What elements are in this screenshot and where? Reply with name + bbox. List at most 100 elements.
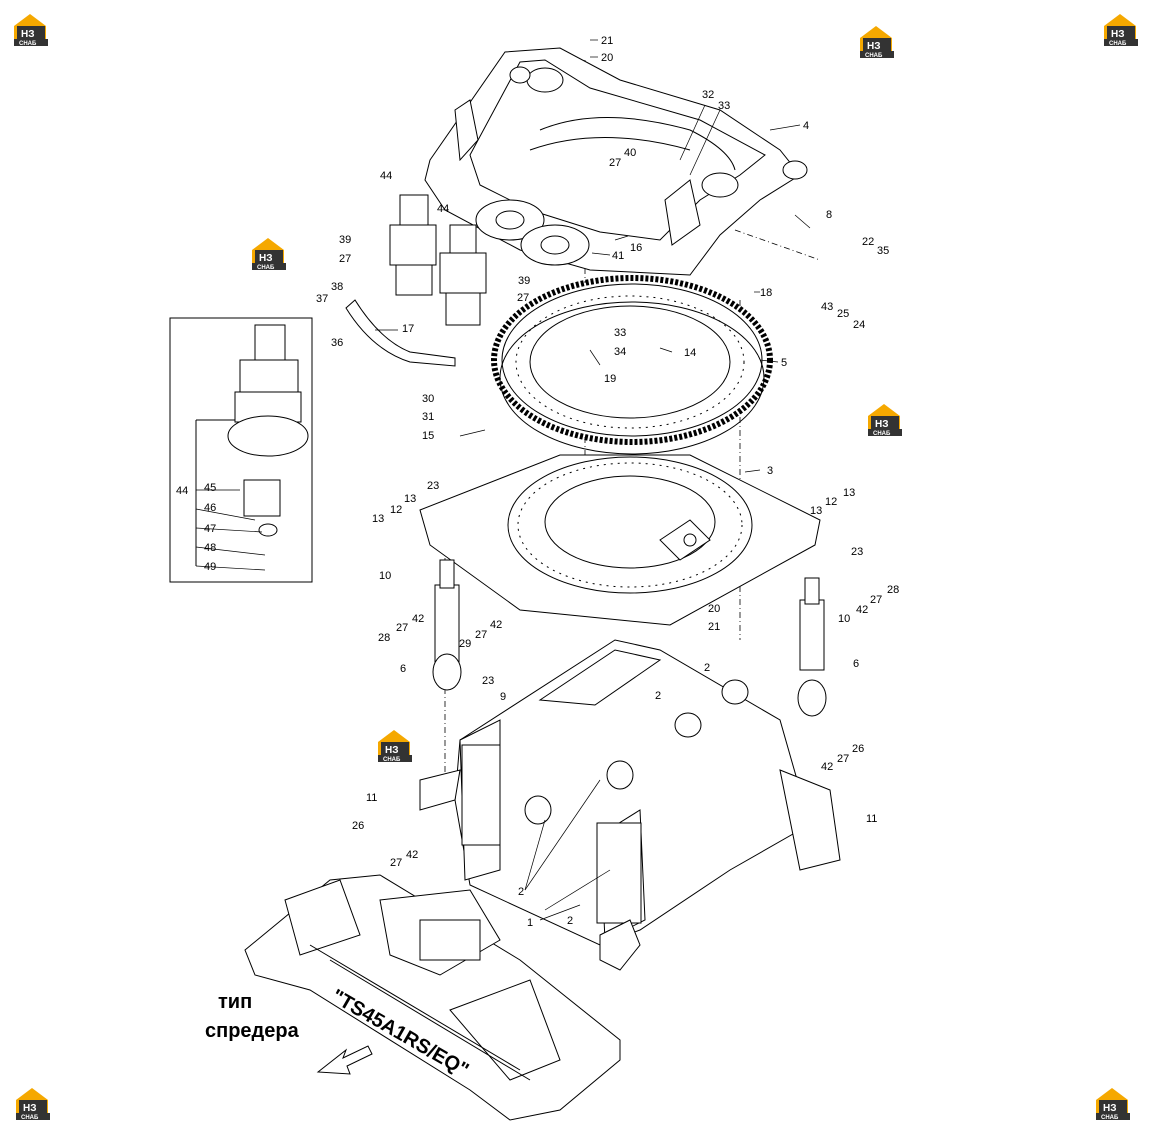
svg-text:СНАБ: СНАБ [1109, 41, 1127, 47]
logo-top-mid: НЗ СНАБ [860, 26, 894, 59]
label-27-c: 27 [870, 594, 882, 606]
label-14: 14 [684, 347, 696, 359]
label-38: 38 [331, 281, 343, 293]
logo-top-right: НЗ СНАБ [1104, 14, 1138, 47]
label-18: 18 [760, 287, 772, 299]
logo-bottom-right: НЗ СНАБ [1096, 1088, 1130, 1121]
label-22: 22 [862, 236, 874, 248]
svg-text:СНАБ: СНАБ [21, 1115, 39, 1121]
logo-letters: НЗ [21, 29, 35, 40]
label-33-mid: 33 [614, 327, 626, 339]
label-11-a: 11 [366, 792, 377, 804]
svg-text:СНАБ: СНАБ [1101, 1115, 1119, 1121]
label-2-d: 2 [567, 915, 573, 927]
label-28-b: 28 [887, 584, 899, 596]
label-30: 30 [422, 393, 434, 405]
logo-bottom-left: НЗ СНАБ [16, 1088, 50, 1121]
svg-text:СНАБ: СНАБ [257, 265, 275, 271]
svg-text:НЗ: НЗ [1103, 1103, 1117, 1114]
main-frame [419, 639, 841, 971]
label-13-a: 13 [404, 493, 416, 505]
label-44-inset: 44 [176, 485, 188, 497]
label-33-top: 33 [718, 100, 730, 112]
label-3: 3 [767, 465, 773, 477]
label-5: 5 [781, 357, 787, 369]
label-43: 43 [821, 301, 833, 313]
label-31: 31 [422, 411, 434, 423]
label-13-c: 13 [810, 505, 822, 517]
label-20-mid: 20 [708, 603, 720, 615]
label-27-top: 27 [609, 157, 621, 169]
label-21-top: 21 [601, 35, 613, 47]
svg-text:НЗ: НЗ [1111, 29, 1125, 40]
svg-text:СНАБ: СНАБ [383, 757, 401, 763]
label-48: 48 [204, 542, 216, 554]
label-42-c: 42 [490, 619, 502, 631]
label-49: 49 [204, 561, 216, 573]
label-44-a: 44 [380, 170, 392, 182]
label-16: 16 [630, 242, 642, 254]
label-36: 36 [331, 337, 343, 349]
label-13-d: 13 [372, 513, 384, 525]
label-27-d: 27 [396, 622, 408, 634]
label-12-a: 12 [390, 504, 402, 516]
svg-text:СНАБ: СНАБ [865, 53, 883, 59]
label-26-a: 26 [352, 820, 364, 832]
label-8: 8 [826, 209, 832, 221]
label-10-b: 10 [838, 613, 850, 625]
label-23-a: 23 [427, 480, 439, 492]
cable-guard [345, 299, 456, 367]
label-32: 32 [702, 89, 714, 101]
label-21-mid: 21 [708, 621, 720, 633]
label-4: 4 [803, 120, 809, 132]
label-6-a: 6 [400, 663, 406, 675]
leader-lines [195, 39, 811, 921]
label-28-a: 28 [378, 632, 390, 644]
label-47: 47 [204, 523, 216, 535]
direction-arrow [316, 1045, 373, 1075]
label-27-g: 27 [390, 857, 402, 869]
label-23-b: 23 [851, 546, 863, 558]
label-40: 40 [624, 147, 636, 159]
label-42-a: 42 [412, 613, 424, 625]
label-20-top: 20 [601, 52, 613, 64]
label-17: 17 [402, 323, 414, 335]
rotator-frame [424, 47, 808, 276]
label-6-b: 6 [853, 658, 859, 670]
label-42-e: 42 [406, 849, 418, 861]
label-2-a: 2 [704, 662, 710, 674]
logo-top-left: НЗ СНАБ [14, 14, 48, 47]
logo-right-mid: НЗ СНАБ [868, 404, 902, 437]
svg-text:НЗ: НЗ [385, 745, 399, 756]
label-23-c: 23 [482, 675, 494, 687]
label-34: 34 [614, 346, 626, 358]
label-24: 24 [853, 319, 865, 331]
logo-center: НЗ СНАБ [378, 730, 412, 763]
cylinder-left [432, 559, 462, 691]
label-2-c: 2 [518, 886, 524, 898]
label-9: 9 [500, 691, 506, 703]
logo-sub: СНАБ [19, 41, 37, 47]
label-1: 1 [527, 917, 533, 929]
label-42-b: 42 [856, 604, 868, 616]
label-15: 15 [422, 430, 434, 442]
slew-motor-1 [389, 194, 437, 296]
label-46: 46 [204, 502, 216, 514]
caption-line2: спредера [205, 1020, 300, 1042]
label-25: 25 [837, 308, 849, 320]
label-42-d: 42 [821, 761, 833, 773]
label-27-e: 27 [475, 629, 487, 641]
part-labels: 21 20 4 32 33 40 27 44 44 8 16 39 27 41 … [176, 35, 899, 929]
label-41: 41 [612, 250, 624, 262]
label-44-b: 44 [437, 203, 449, 215]
svg-text:НЗ: НЗ [867, 41, 881, 52]
label-10-a: 10 [379, 570, 391, 582]
caption-line1: тип [218, 991, 252, 1013]
label-35: 35 [877, 245, 889, 257]
slewing-ring [491, 275, 773, 455]
label-27-f: 27 [837, 753, 849, 765]
label-27-a: 27 [339, 253, 351, 265]
label-27-b: 27 [517, 292, 529, 304]
label-2-b: 2 [655, 690, 661, 702]
